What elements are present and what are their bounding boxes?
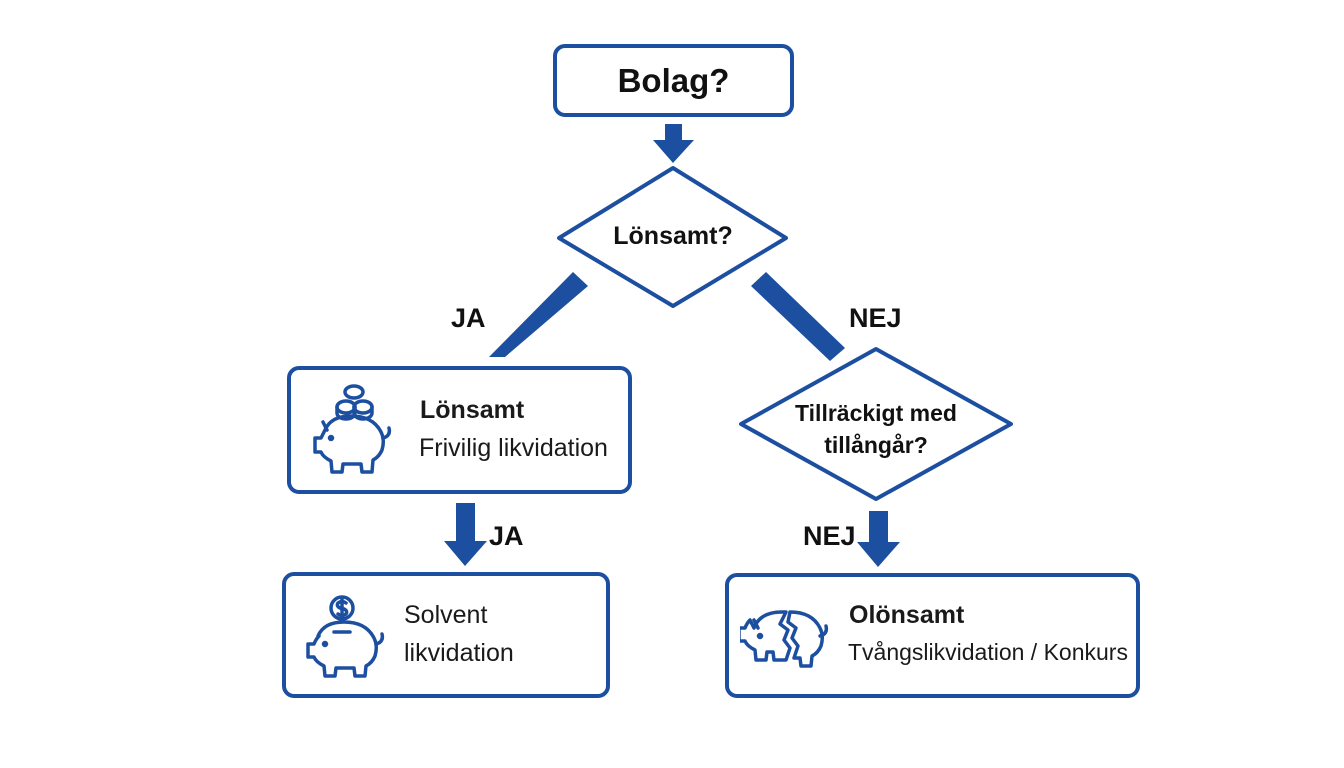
unprofitable-subtitle: Tvångslikvidation / Konkurs — [848, 639, 1128, 665]
piggy-bank-coins-icon — [313, 384, 392, 474]
decision-assets-label-line1: Tillräckigt med — [795, 400, 957, 426]
decision-assets-label-line2: tillångår? — [824, 432, 928, 458]
connector-no-right — [751, 272, 845, 361]
edge-label-no-down: NEJ — [803, 521, 856, 551]
arrow-start-to-decision — [653, 124, 694, 163]
edge-label-yes-down: JA — [489, 521, 524, 551]
profitable-box — [287, 366, 632, 494]
decision-assets-shape — [739, 347, 1013, 501]
piggy-bank-dollar-icon — [306, 595, 385, 678]
solvent-line2: likvidation — [404, 639, 514, 667]
edge-label-no-right: NEJ — [849, 303, 902, 333]
connector-yes-left — [489, 272, 588, 357]
edge-label-yes-left: JA — [451, 303, 486, 333]
decision-profitable-label: Lönsamt? — [613, 222, 733, 250]
profitable-subtitle: Frivilig likvidation — [419, 434, 608, 462]
broken-piggy-bank-icon — [740, 610, 829, 668]
solvent-line1: Solvent — [404, 601, 488, 629]
start-node-label: Bolag? — [617, 62, 730, 99]
profitable-title: Lönsamt — [420, 396, 525, 424]
arrow-assets-to-unprofitable — [857, 511, 900, 567]
solvent-box — [282, 572, 610, 698]
start-node — [553, 44, 794, 117]
decision-profitable-shape — [557, 166, 788, 308]
unprofitable-title: Olönsamt — [849, 601, 965, 629]
arrow-profitable-to-solvent — [444, 503, 487, 566]
